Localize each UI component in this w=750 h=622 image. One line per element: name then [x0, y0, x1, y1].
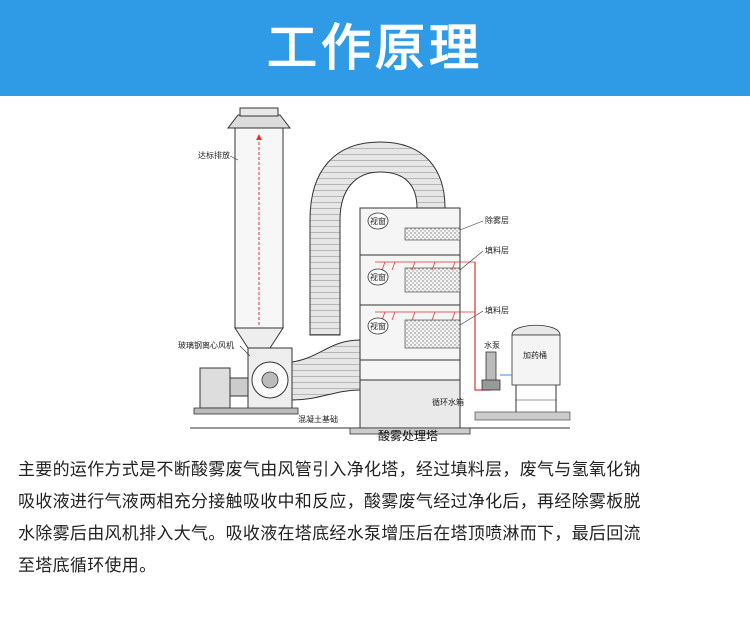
spray-nozzles: [375, 261, 475, 321]
leader-packing-1: [459, 250, 484, 271]
label-packing-1: 填料层: [485, 245, 509, 255]
label-window-1: 视窗: [370, 216, 386, 226]
view-window-1: [367, 212, 389, 230]
label-window-2: 视窗: [370, 272, 386, 282]
centrifugal-fan: [193, 347, 299, 415]
description-line: 水除雾后由风机排入大气。吸收液在塔底经水泵增压后在塔顶喷淋而下，最后回流: [18, 524, 641, 544]
description: 主要的运作方式是不断酸雾废气由风管引入净化塔，经过填料层，废气与氢氧化钠 吸收液…: [18, 454, 738, 582]
title-banner: [0, 0, 750, 96]
view-window-2: [367, 268, 389, 286]
pump-base: [474, 411, 571, 421]
description-line: 至塔底循环使用。: [18, 556, 157, 576]
leader-fan: [239, 345, 251, 357]
foundation: [349, 427, 471, 435]
label-packing-2: 填料层: [485, 305, 509, 315]
demister-layer: [404, 227, 461, 241]
overhead-duct: [309, 141, 446, 336]
description-line: 主要的运作方式是不断酸雾废气由风管引入净化塔，经过填料层，废气与氢氧化钠: [18, 460, 641, 480]
leader-exhaust: [229, 155, 239, 161]
label-demister: 除雾层: [485, 215, 509, 225]
chimney-cap: [226, 107, 292, 129]
view-window-3: [367, 317, 389, 335]
chimney-reducer: [234, 327, 284, 349]
description-line: 吸收液进行气液两相充分接触吸收中和反应，酸雾废气经过净化后，再经除雾板脱: [18, 492, 641, 512]
water-pump: [481, 351, 501, 391]
packing-layer-2: [404, 319, 461, 349]
dosing-tank: [511, 324, 561, 412]
label-fan: 玻璃钢离心风机: [178, 340, 234, 350]
page-title: 工作原理: [267, 19, 483, 77]
label-tank: 加药桶: [523, 350, 547, 360]
leader-demister: [459, 220, 484, 231]
label-exhaust: 达标排放: [198, 150, 230, 160]
label-window-3: 视窗: [370, 321, 386, 331]
circulation-sump: [359, 379, 461, 429]
label-pump: 水泵: [484, 340, 500, 350]
packing-layer-1: [404, 267, 461, 293]
leader-packing-2: [459, 310, 484, 326]
label-tower-name: 酸雾处理塔: [378, 428, 438, 443]
inlet-duct: [291, 339, 361, 401]
label-foundation: 混凝土基础: [298, 414, 338, 424]
label-circulation: 循环水箱: [432, 397, 464, 407]
acid-mist-tower-diagram: 达标排放 玻璃钢离心风机 视窗 视窗 视窗 除雾层: [178, 107, 571, 443]
